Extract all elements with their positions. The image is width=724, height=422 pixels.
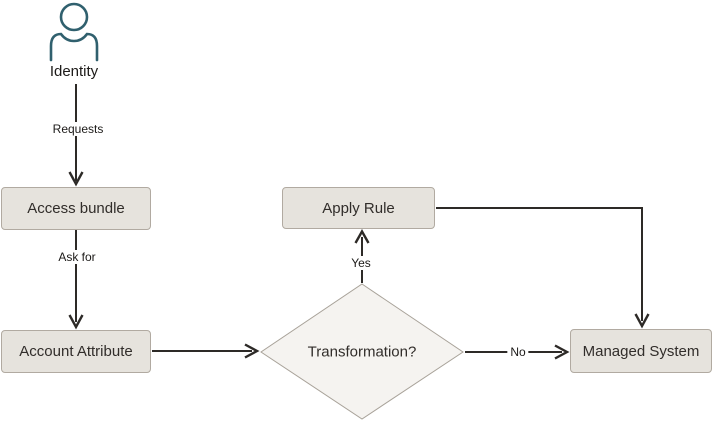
edge-ask-for-arrow [68,230,84,330]
node-managed-system: Managed System [570,329,712,373]
edge-label-no: No [507,345,529,359]
node-apply-rule-label: Apply Rule [322,199,395,217]
node-account-attribute: Account Attribute [1,330,151,373]
node-access-bundle: Access bundle [1,187,151,230]
edge-label-requests: Requests [49,122,107,136]
person-icon [49,2,99,62]
edge-label-yes: Yes [348,256,374,270]
node-managed-system-label: Managed System [582,342,700,360]
edge-label-ask-for: Ask for [55,250,99,264]
node-apply-rule: Apply Rule [282,187,435,229]
node-transformation-label: Transformation? [307,343,417,361]
transformation-diamond [260,283,464,420]
node-account-attribute-label: Account Attribute [19,343,133,360]
node-access-bundle-label: Access bundle [27,200,125,217]
edge-apply-rule-to-managed-system-arrow [436,207,650,329]
edge-attribute-to-transformation-arrow [152,343,260,359]
node-identity-label: Identity [49,63,99,80]
